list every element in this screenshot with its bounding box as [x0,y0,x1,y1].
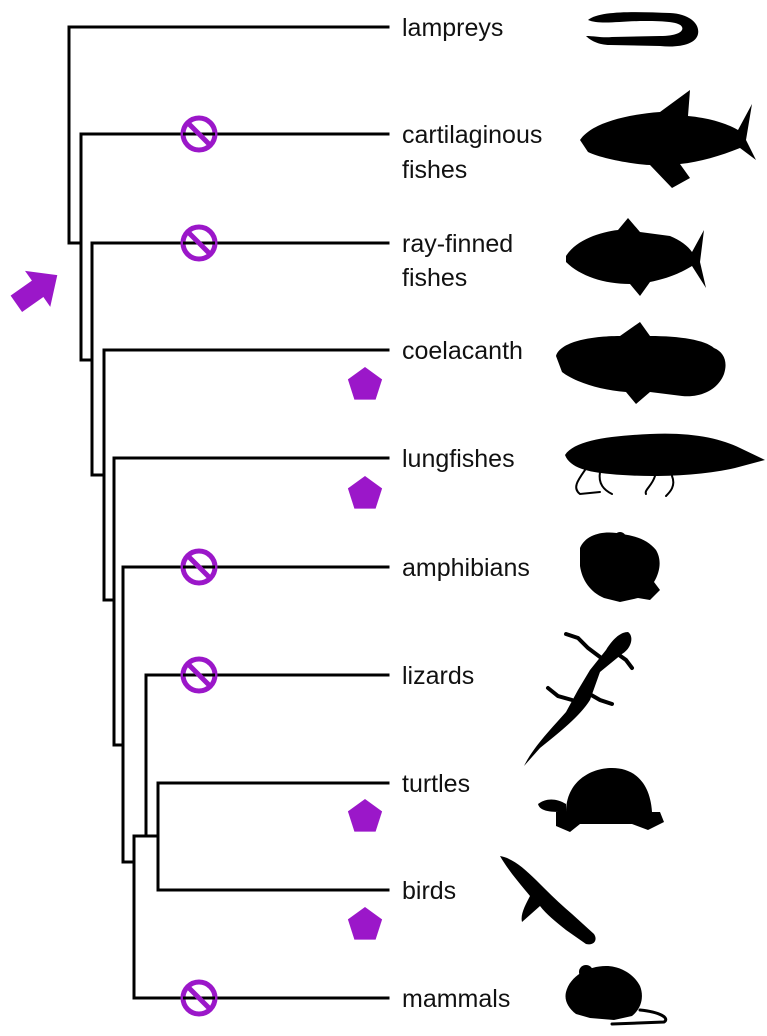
tree-branches [69,27,388,998]
label-rayfinned-line1: ray-finned [402,230,513,258]
lamprey-silhouette-icon [586,12,698,46]
pentagon-marker-icon [348,799,382,832]
arrow-icon [4,257,70,322]
pentagon-marker-icon [348,907,382,940]
pentagon-marker-icon [348,476,382,509]
bird-silhouette-icon [500,856,596,944]
label-lungfishes: lungfishes [402,445,515,473]
label-mammals: mammals [402,985,510,1013]
label-rayfinned-line2: fishes [402,264,467,292]
label-cartilaginous-line1: cartilaginous [402,121,542,149]
tuna-silhouette-icon [566,218,706,296]
prohibited-icon [183,118,215,150]
coelacanth-silhouette-icon [556,322,726,404]
label-coelacanth: coelacanth [402,337,523,365]
prohibited-icon [183,551,215,583]
label-birds: birds [402,877,456,905]
prohibited-icon [183,659,215,691]
label-lampreys: lampreys [402,14,503,42]
prohibited-icon [183,982,215,1014]
lungfish-silhouette-icon [565,434,765,496]
label-lizards: lizards [402,662,474,690]
label-amphibians: amphibians [402,554,530,582]
frog-silhouette-icon [580,532,660,602]
lizard-silhouette-icon [524,632,632,766]
mouse-silhouette-icon [565,965,665,1024]
prohibited-icon [183,227,215,259]
label-cartilaginous-line2: fishes [402,156,467,184]
shark-silhouette-icon [580,90,756,188]
pentagon-marker-icon [348,367,382,400]
silhouettes [500,12,765,1024]
turtle-silhouette-icon [538,768,664,832]
taxon-labels: lampreys cartilaginous fishes ray-finned… [402,14,542,1013]
label-turtles: turtles [402,770,470,798]
